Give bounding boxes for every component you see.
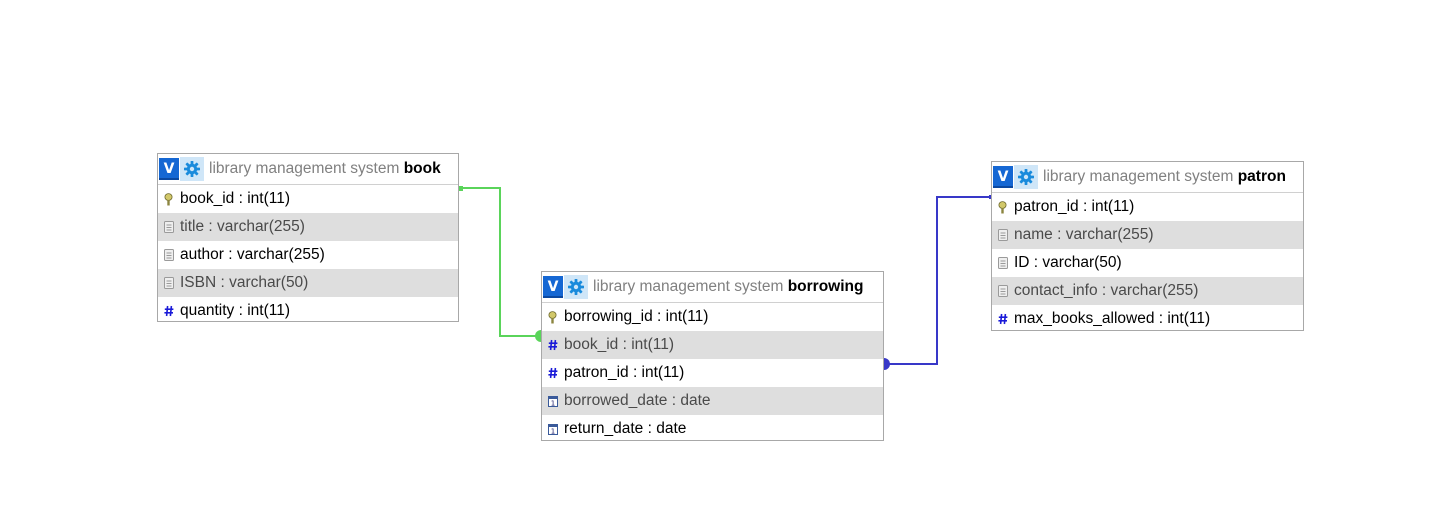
column-row[interactable]: book_id : int(11) [542,331,883,359]
schema-name: library management system [593,278,784,295]
column-row[interactable]: 1 return_date : date [542,415,883,443]
gear-icon[interactable] [564,275,588,299]
relation-patron-borrowing[interactable] [884,195,993,370]
column-row[interactable]: author : varchar(255) [158,241,458,269]
text-field-icon [997,284,1008,298]
column-label: patron_id : int(11) [1014,198,1135,215]
v-icon[interactable]: V [159,158,179,180]
v-icon[interactable]: V [993,166,1013,188]
hash-icon [163,304,174,318]
table-title: library management system patron [1043,168,1286,186]
schema-name: library management system [1043,168,1234,185]
table-header[interactable]: V library management system patron [992,162,1303,193]
table-borrowing[interactable]: V library management system borrowing bo… [541,271,884,441]
column-row[interactable]: book_id : int(11) [158,185,458,213]
table-name: book [403,160,441,177]
svg-text:1: 1 [550,427,554,434]
column-row[interactable]: patron_id : int(11) [542,359,883,387]
relation-book-borrowing[interactable] [458,186,541,342]
column-label: borrowed_date : date [564,392,711,409]
text-field-icon [163,276,174,290]
column-row[interactable]: patron_id : int(11) [992,193,1303,221]
gear-icon[interactable] [180,157,204,181]
hash-icon [547,338,558,352]
column-row[interactable]: ISBN : varchar(50) [158,269,458,297]
v-icon[interactable]: V [543,276,563,298]
table-name: borrowing [787,278,864,295]
key-icon [547,310,558,324]
column-label: title : varchar(255) [180,218,305,235]
text-field-icon [997,256,1008,270]
column-row[interactable]: 1 borrowed_date : date [542,387,883,415]
table-title: library management system book [209,160,441,178]
column-row[interactable]: name : varchar(255) [992,221,1303,249]
column-row[interactable]: borrowing_id : int(11) [542,303,883,331]
column-row[interactable]: max_books_allowed : int(11) [992,305,1303,333]
column-row[interactable]: quantity : int(11) [158,297,458,325]
table-name: patron [1237,168,1286,185]
hash-icon [547,366,558,380]
table-title: library management system borrowing [593,278,863,296]
gear-icon[interactable] [1014,165,1038,189]
table-header[interactable]: V library management system borrowing [542,272,883,303]
column-label: patron_id : int(11) [564,364,685,381]
calendar-icon: 1 [547,422,558,436]
key-icon [163,192,174,206]
column-row[interactable]: ID : varchar(50) [992,249,1303,277]
column-label: max_books_allowed : int(11) [1014,310,1211,327]
hash-icon [997,312,1008,326]
text-field-icon [163,248,174,262]
column-label: ID : varchar(50) [1014,254,1122,271]
column-label: borrowing_id : int(11) [564,308,709,325]
column-label: quantity : int(11) [180,302,290,319]
column-label: author : varchar(255) [180,246,325,263]
table-patron[interactable]: V library management system patron patro… [991,161,1304,331]
column-label: ISBN : varchar(50) [180,274,309,291]
column-label: contact_info : varchar(255) [1014,282,1199,299]
column-label: book_id : int(11) [564,336,674,353]
column-label: book_id : int(11) [180,190,290,207]
text-field-icon [997,228,1008,242]
text-field-icon [163,220,174,234]
column-row[interactable]: title : varchar(255) [158,213,458,241]
table-header[interactable]: V library management system book [158,154,458,185]
table-book[interactable]: V library management system book book_id… [157,153,459,322]
schema-name: library management system [209,160,400,177]
column-label: name : varchar(255) [1014,226,1154,243]
svg-text:1: 1 [550,399,554,406]
key-icon [997,200,1008,214]
column-row[interactable]: contact_info : varchar(255) [992,277,1303,305]
calendar-icon: 1 [547,394,558,408]
column-label: return_date : date [564,420,687,437]
